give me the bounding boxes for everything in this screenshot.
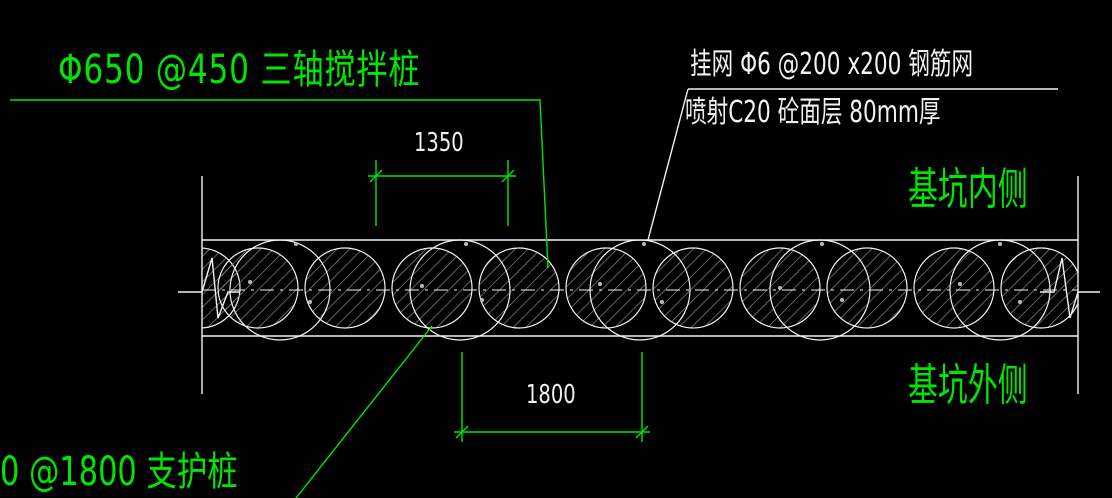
shotcrete-leader xyxy=(647,88,689,241)
break-lines xyxy=(178,257,1100,319)
inner-side-label: 基坑内侧 xyxy=(908,164,1028,215)
mesh-label: 挂网 Φ6 @200 x200 钢筋网 xyxy=(690,47,974,82)
mixing-pile-leader xyxy=(10,99,549,269)
outer-side-label: 基坑外侧 xyxy=(908,360,1028,411)
leader-lines xyxy=(10,88,1058,498)
wall-boundary xyxy=(201,176,1079,394)
dimension-1350-text: 1350 xyxy=(414,128,464,158)
dimension-1350 xyxy=(368,160,516,226)
mixing-pile-hatch xyxy=(202,247,1078,329)
support-pile-leader xyxy=(295,325,433,498)
mixing-pile-label: Φ650 @450 三轴搅拌桩 xyxy=(58,47,421,93)
dimension-1800 xyxy=(454,352,650,442)
dimension-1800-text: 1800 xyxy=(526,380,576,410)
support-pile-label: 0 @1800 支护桩 xyxy=(0,449,238,495)
shotcrete-label: 喷射C20 砼面层 80mm厚 xyxy=(685,95,941,130)
pile-rebar-dots xyxy=(248,242,1022,304)
